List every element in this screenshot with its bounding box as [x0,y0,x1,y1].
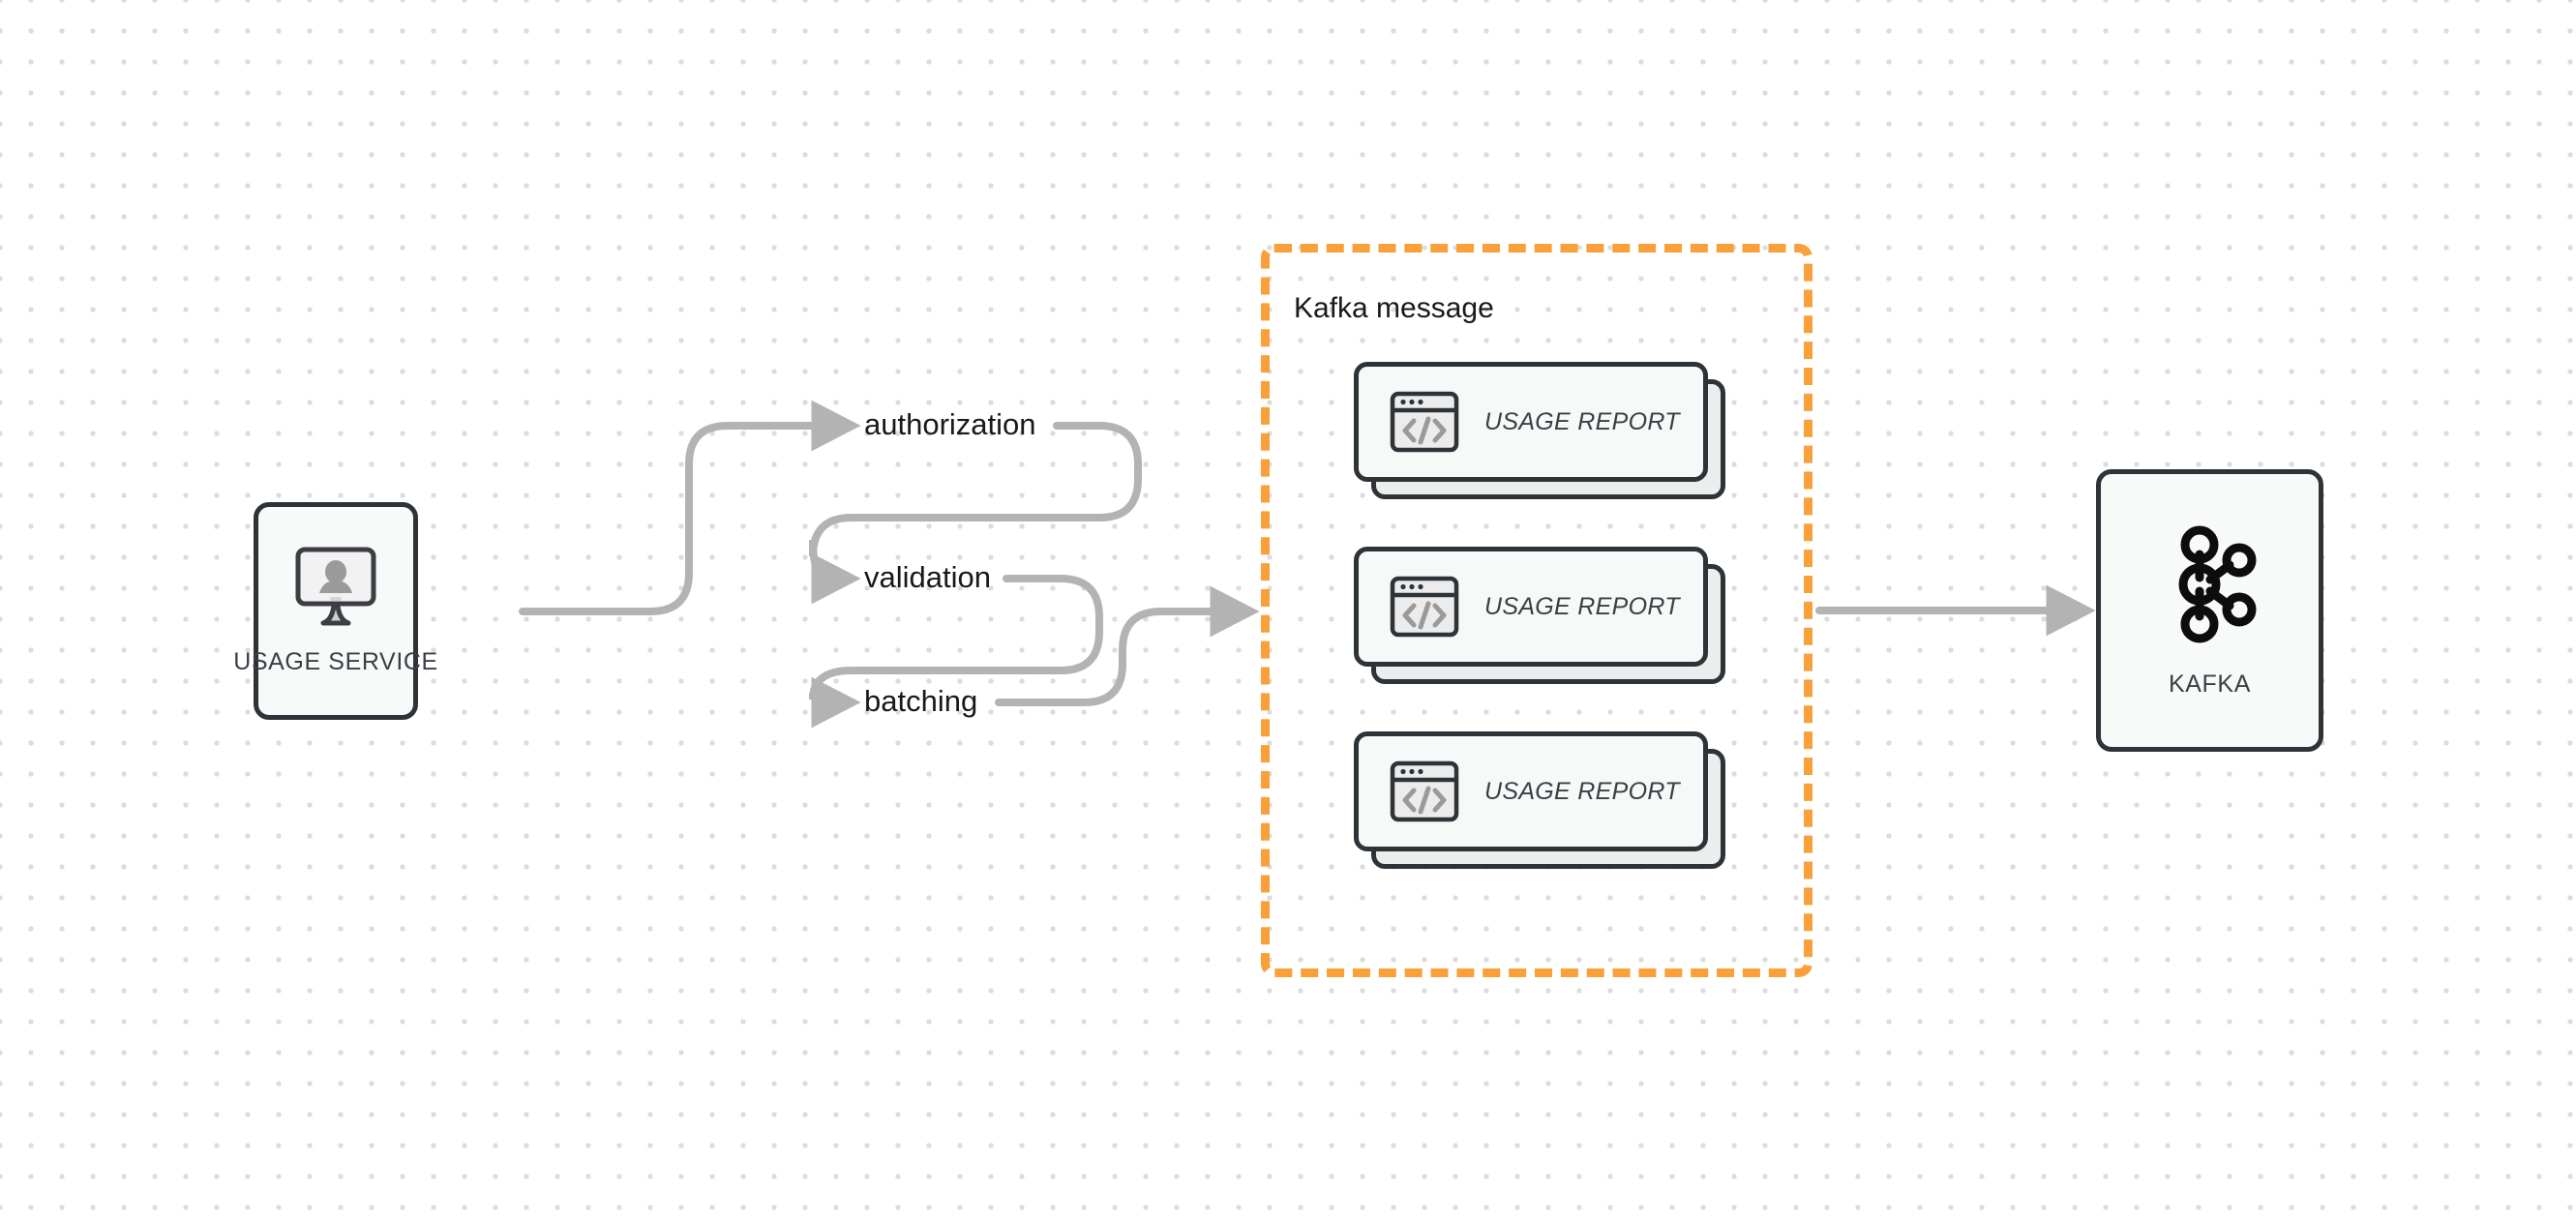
usage-report-card-label: USAGE REPORT [1484,592,1680,620]
node-usage-service-label: USAGE SERVICE [233,648,438,675]
kafka-message-group-title: Kafka message [1294,292,1494,324]
usage-report-card-label: USAGE REPORT [1484,777,1680,805]
usage-report-card[interactable]: USAGE REPORT [1354,731,1725,869]
usage-report-card-label: USAGE REPORT [1484,407,1680,435]
monitor-user-icon [291,546,380,629]
code-window-icon [1359,387,1459,457]
node-kafka-label: KAFKA [2169,670,2251,698]
step-label-authorization: authorization [864,407,1036,441]
edge-batching-to-kafka-message [995,585,1260,706]
step-label-batching: batching [864,684,978,718]
usage-report-card[interactable]: USAGE REPORT [1354,362,1725,499]
node-kafka[interactable]: KAFKA [2096,469,2323,752]
usage-report-card[interactable]: USAGE REPORT [1354,547,1725,684]
code-window-icon [1359,757,1459,826]
kafka-message-group[interactable] [1261,244,1812,977]
card-front: USAGE REPORT [1354,547,1708,667]
kafka-logo-icon [2160,523,2261,645]
edge-service-to-authorization [519,400,861,615]
card-front: USAGE REPORT [1354,731,1708,851]
node-usage-service[interactable]: USAGE SERVICE [233,502,437,720]
edge-authorization-to-validation [809,422,1142,605]
step-label-validation: validation [864,560,991,594]
card-front: USAGE REPORT [1354,362,1708,482]
code-window-icon [1359,572,1459,641]
